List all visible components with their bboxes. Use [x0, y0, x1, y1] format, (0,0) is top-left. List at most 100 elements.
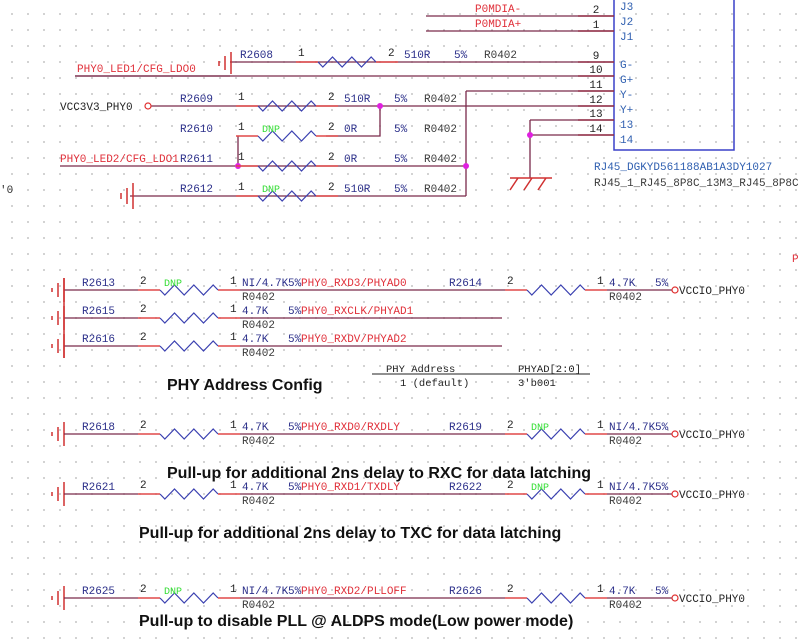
power-port-vcc3v3[interactable]: VCC3V3_PHY0: [60, 102, 133, 114]
pin-number: 1: [238, 122, 245, 134]
connector-ref: RJ45_DGKYD561188AB1A3DY1027: [594, 162, 772, 174]
resistor-package: R0402: [242, 600, 275, 612]
power-port-vccio[interactable]: VCCIO_PHY0: [679, 490, 745, 502]
pin-number: 1: [597, 276, 604, 288]
table-header-phyad: PHYAD[2:0]: [518, 364, 581, 376]
offpage-net-label[interactable]: P: [792, 254, 799, 266]
resistor-symbol-icon: [159, 592, 219, 604]
resistor-ref: R2619: [449, 422, 482, 434]
resistor-symbol-icon: [526, 284, 586, 296]
table-cell-address: 1 (default): [400, 378, 469, 390]
power-port-icon: [671, 430, 679, 438]
resistor-value: NI/4.7K: [609, 482, 656, 494]
mdi-nets: P0MDIA- P0MDIA+: [426, 4, 614, 32]
pin-number: 1: [597, 480, 604, 492]
connector-pin-number: 14: [589, 124, 603, 136]
net-mdi-plus[interactable]: P0MDIA+: [475, 19, 521, 31]
ground-icon: [51, 422, 65, 446]
resistor-ref: R2613: [82, 278, 115, 290]
pin-number: 2: [140, 304, 147, 316]
net-led1[interactable]: PHY0_LED1/CFG_LDO0: [77, 64, 196, 76]
resistor-package: R0402: [424, 124, 457, 136]
pin-number: 1: [230, 276, 237, 288]
resistor-tolerance: 5%: [288, 334, 302, 346]
pin-number: 2: [328, 92, 335, 104]
strap-net-label[interactable]: PHY0_RXD3/PHYAD0: [301, 278, 407, 290]
power-port-vccio[interactable]: VCCIO_PHY0: [679, 594, 745, 606]
pin-number: 1: [230, 420, 237, 432]
pin-number: 2: [140, 420, 147, 432]
resistor-value: 4.7K: [242, 482, 269, 494]
pin-number: 1: [238, 152, 245, 164]
resistor-package: R0402: [609, 292, 642, 304]
net-led2[interactable]: PHY0_LED2/CFG_LDO1: [60, 154, 179, 166]
strap-net-label[interactable]: PHY0_RXD0/RXDLY: [301, 422, 400, 434]
dnp-marker: DNP: [164, 587, 182, 598]
resistor-symbol-icon: [159, 312, 219, 324]
dnp-marker: DNP: [164, 279, 182, 290]
strap-net-label[interactable]: PHY0_RXDV/PHYAD2: [301, 334, 407, 346]
pin-number: 1: [230, 480, 237, 492]
power-port-vccio[interactable]: VCCIO_PHY0: [679, 430, 745, 442]
resistor-symbol-icon: [257, 130, 317, 142]
connector-pin-name: 13: [620, 120, 633, 132]
resistor-symbol-icon: [159, 284, 219, 296]
connector-pin-name: G-: [620, 60, 633, 72]
pin-number: 1: [230, 584, 237, 596]
resistor-ref: R2625: [82, 586, 115, 598]
resistor-package: R0402: [242, 496, 275, 508]
resistor-symbol-icon: [257, 100, 317, 112]
resistor-ref: R2614: [449, 278, 482, 290]
dnp-marker: DNP: [531, 423, 549, 434]
net-mdi-minus[interactable]: P0MDIA-: [475, 4, 521, 16]
resistor-ref: R2618: [82, 422, 115, 434]
section-title-phy-address: PHY Address Config: [167, 377, 323, 394]
connector-pin-name: J2: [620, 17, 633, 29]
resistor-value: 0R: [344, 154, 358, 166]
strap-net-label[interactable]: PHY0_RXD1/TXDLY: [301, 482, 400, 494]
ground-icon: [218, 52, 232, 74]
strap-net-label[interactable]: PHY0_RXD2/PLLOFF: [301, 586, 407, 598]
resistor-value: 4.7K: [242, 334, 269, 346]
resistor-symbol-icon: [159, 488, 219, 500]
pin-number: 2: [140, 584, 147, 596]
led-section: '0 PHY0_LED1/CFG_LDO0 VCC3V3_PHY0 P: [0, 48, 614, 209]
resistor-tolerance: 5%: [394, 94, 408, 106]
pin-number: 1: [230, 332, 237, 344]
resistor-value: NI/4.7K: [242, 586, 289, 598]
resistor-ref: R2609: [180, 94, 213, 106]
resistor-package: R0402: [242, 348, 275, 360]
dnp-marker: DNP: [262, 125, 280, 136]
resistor-value: 4.7K: [242, 306, 269, 318]
resistor-symbol-icon: [159, 428, 219, 440]
pin-number: 2: [507, 584, 514, 596]
resistor-ref: R2626: [449, 586, 482, 598]
resistor-ref: R2608: [240, 50, 273, 62]
resistor-tolerance: 5%: [454, 50, 468, 62]
power-port-icon: [671, 594, 679, 602]
ground-icon: [51, 306, 65, 330]
power-port-icon: [144, 102, 152, 110]
power-port-vccio[interactable]: VCCIO_PHY0: [679, 286, 745, 298]
connector-pin-number: 12: [589, 95, 602, 107]
strap-net-label[interactable]: PHY0_RXCLK/PHYAD1: [301, 306, 414, 318]
pin-number: 2: [140, 276, 147, 288]
